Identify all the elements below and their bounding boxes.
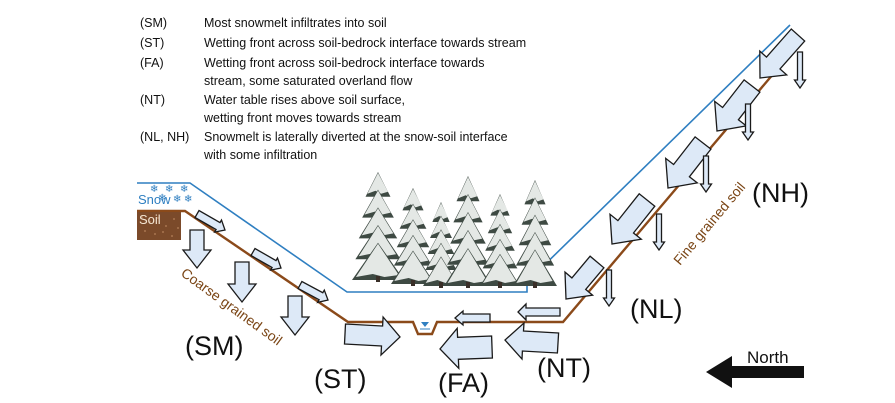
legend-code-fa: (FA) [140, 56, 164, 70]
nt-small-arrow [517, 302, 561, 322]
legend-text-nt-1: Water table rises above soil surface, [204, 93, 405, 107]
nl-vert-2 [602, 269, 616, 308]
soil-label: Soil [139, 212, 161, 227]
sm-arrow-1 [181, 229, 213, 270]
svg-text:❄: ❄ [173, 194, 181, 205]
slope-arrow-3 [297, 280, 329, 304]
svg-text:❄: ❄ [180, 184, 188, 195]
label-sm: (SM) [185, 331, 243, 361]
sm-arrow-2 [226, 261, 258, 304]
snowflake-icon: ❄ ❄ ❄ ❄ ❄ ❄ [150, 184, 192, 205]
label-nh: (NH) [752, 178, 809, 208]
snow-surface-line [137, 24, 791, 293]
nl-vert-1 [652, 213, 666, 252]
legend-code-sm: (SM) [140, 16, 167, 30]
nl-arrow-1 [564, 255, 605, 300]
svg-text:❄: ❄ [150, 184, 158, 195]
soil-texture [141, 216, 179, 237]
svg-text:❄: ❄ [165, 184, 173, 195]
legend-code-nl-nh: (NL, NH) [140, 130, 189, 144]
flow-arrows [181, 28, 807, 370]
svg-text:❄: ❄ [158, 193, 166, 204]
legend-text-nl-nh-1: Snowmelt is laterally diverted at the sn… [204, 130, 508, 144]
nl-arrow-2 [609, 192, 656, 245]
water-level-icon [420, 322, 430, 330]
slope-arrow-1 [194, 209, 226, 234]
nh-vert-2 [741, 103, 755, 142]
soil-surface-line [137, 39, 803, 336]
legend-text-nt-2: wetting front moves towards stream [203, 111, 401, 125]
legend-text-fa-2: stream, some saturated overland flow [204, 74, 413, 88]
sm-arrow-3 [279, 295, 311, 337]
nh-arrow-3 [759, 28, 806, 79]
tree-2 [391, 188, 435, 286]
legend-code-st: (ST) [140, 36, 164, 50]
label-nl: (NL) [630, 294, 683, 324]
label-fa: (FA) [438, 368, 489, 398]
soil-swatch [137, 212, 181, 240]
legend-text-sm: Most snowmelt infiltrates into soil [204, 16, 387, 30]
fa-small-arrow [454, 309, 491, 327]
fa-arrow [439, 326, 494, 370]
slope-arrow-2 [250, 247, 282, 272]
north-arrow-icon [706, 356, 804, 388]
north-label: North [747, 348, 789, 367]
nh-vert-3 [699, 155, 713, 194]
legend: (SM) Most snowmelt infiltrates into soil… [140, 16, 526, 162]
tree-5 [480, 194, 520, 288]
tree-3 [423, 202, 459, 288]
nh-arrow-2 [713, 78, 761, 132]
st-arrow [343, 315, 401, 357]
legend-code-nt: (NT) [140, 93, 165, 107]
label-nt: (NT) [537, 353, 591, 383]
tree-4 [444, 176, 492, 288]
legend-text-st: Wetting front across soil-bedrock interf… [204, 36, 526, 50]
tree-6 [513, 180, 557, 288]
snow-label: Snow [138, 192, 171, 207]
nt-arrow [504, 321, 560, 361]
label-st: (ST) [314, 364, 366, 394]
tree-1 [352, 172, 404, 282]
legend-text-nl-nh-2: with some infiltration [203, 148, 317, 162]
nh-vert-1 [793, 51, 807, 90]
tree-icon [352, 172, 557, 288]
fine-soil-label: Fine grained soil [670, 179, 748, 268]
legend-text-fa-1: Wetting front across soil-bedrock interf… [204, 56, 484, 70]
nh-arrow-1 [664, 135, 712, 189]
svg-text:❄: ❄ [184, 194, 192, 205]
